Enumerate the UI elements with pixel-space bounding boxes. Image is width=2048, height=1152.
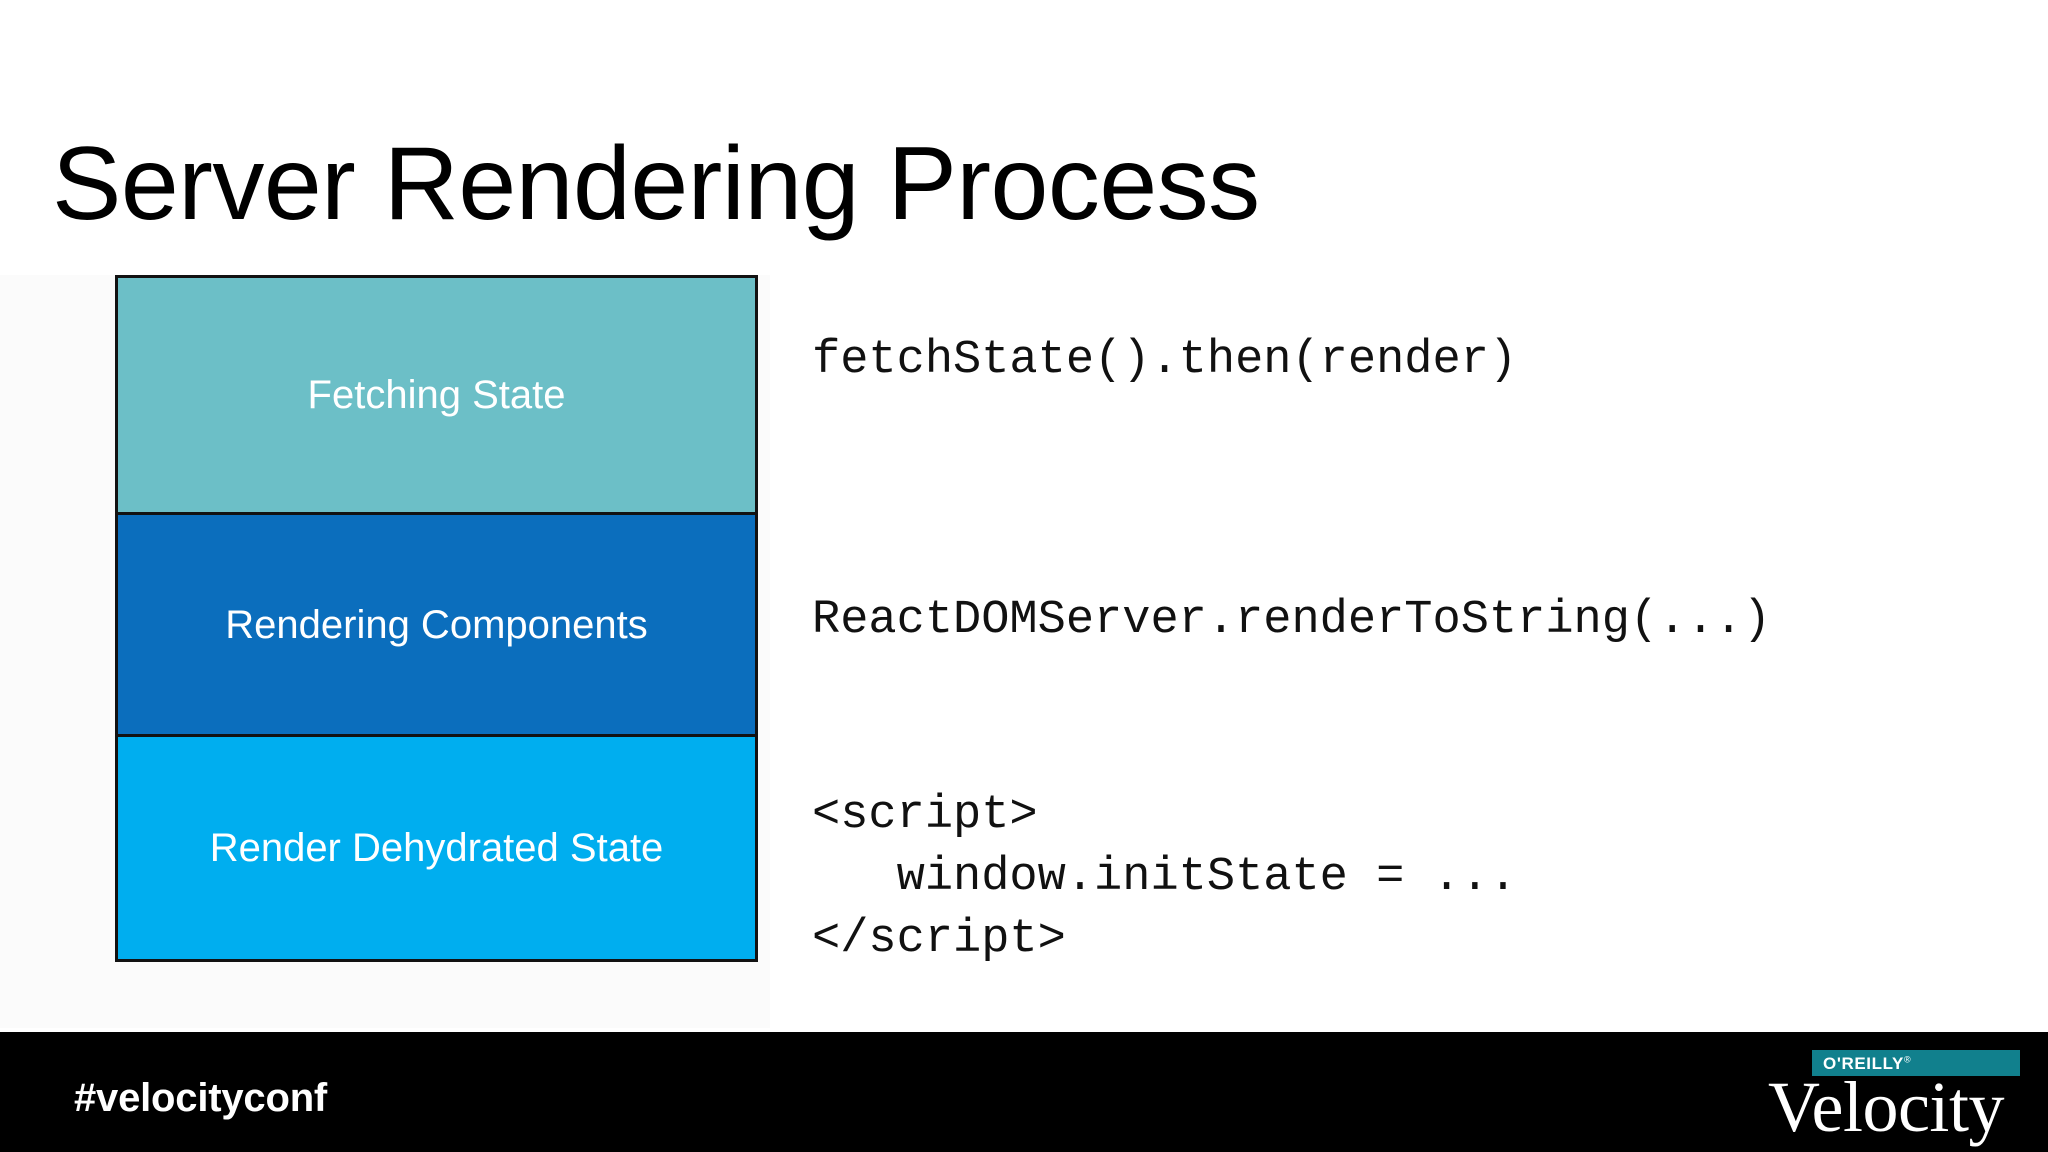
oreilly-banner: O'REILLY® — [1812, 1050, 2020, 1076]
slide-content: Fetching State Rendering Components Rend… — [115, 275, 2012, 975]
code-snippet-render-dehydrated-state: <script> window.initState = ... </script… — [812, 789, 1518, 966]
oreilly-wordmark: O'REILLY® — [1823, 1053, 1912, 1073]
velocity-conference-logo: O'REILLY® Velocity — [1768, 1050, 2020, 1147]
stage-fetching-state: Fetching State — [115, 275, 758, 515]
footer-bar: #velocityconf O'REILLY® Velocity — [0, 1032, 2048, 1152]
registered-trademark-icon: ® — [1903, 1053, 1912, 1064]
code-snippet-fetching-state: fetchState().then(render) — [812, 334, 1518, 387]
footer-hashtag: #velocityconf — [74, 1076, 328, 1120]
velocity-wordmark: Velocity — [1768, 1067, 2004, 1147]
stage-label: Fetching State — [307, 373, 566, 417]
code-snippet-column: fetchState().then(render) ReactDOMServer… — [812, 275, 2012, 975]
stage-render-dehydrated-state: Render Dehydrated State — [115, 734, 758, 962]
page-title: Server Rendering Process — [52, 125, 1260, 242]
code-snippet-rendering-components: ReactDOMServer.renderToString(...) — [812, 594, 1771, 647]
stage-label: Render Dehydrated State — [209, 826, 664, 870]
oreilly-wordmark-text: O'REILLY — [1823, 1053, 1904, 1073]
process-stage-stack: Fetching State Rendering Components Rend… — [115, 275, 758, 965]
stage-label: Rendering Components — [225, 602, 648, 647]
stage-rendering-components: Rendering Components — [115, 512, 758, 737]
